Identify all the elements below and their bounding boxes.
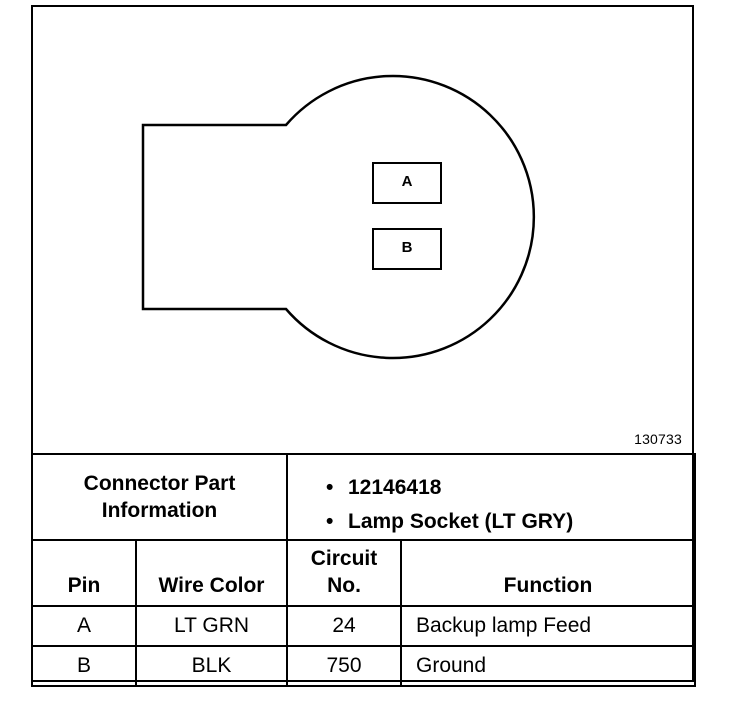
- part-description: • Lamp Socket (LT GRY): [326, 505, 694, 539]
- pin-a-label: A: [401, 173, 413, 190]
- row-b-pin: B: [31, 645, 137, 687]
- row-b-wire-color: BLK: [135, 645, 288, 687]
- header-function: Function: [400, 539, 696, 607]
- header-circuit-line2: No.: [327, 574, 361, 597]
- row-b-function: Ground: [400, 645, 696, 687]
- pin-b-label: B: [401, 239, 413, 256]
- header-circuit: Circuit No.: [286, 539, 402, 607]
- part-info-label-line2: Information: [101, 499, 218, 522]
- connector-figure-frame: A B 130733 Connector Part Information • 1…: [31, 5, 696, 687]
- part-number-text: 12146418: [348, 476, 442, 499]
- figure-id: 130733: [634, 431, 682, 447]
- pin-a-cavity: [372, 162, 442, 204]
- row-b-circuit: 750: [286, 645, 402, 687]
- row-a-pin: A: [31, 605, 137, 647]
- part-info-label: Connector Part Information: [31, 453, 288, 541]
- pin-b-cavity: [372, 228, 442, 270]
- row-a-circuit: 24: [286, 605, 402, 647]
- part-number: • 12146418: [326, 471, 694, 505]
- part-description-text: Lamp Socket (LT GRY): [348, 510, 574, 533]
- part-info-label-line1: Connector Part: [83, 472, 236, 495]
- bullet-icon: •: [326, 476, 334, 499]
- header-circuit-line1: Circuit: [310, 547, 378, 570]
- connector-info-table: Connector Part Information • 12146418 • La…: [31, 453, 696, 687]
- table-header-row: Pin Wire Color Circuit No. Function: [31, 539, 696, 607]
- connector-outline-svg: [141, 74, 536, 360]
- table-row: B BLK 750 Ground: [31, 645, 696, 687]
- connector-face-diagram: A B 130733: [33, 7, 692, 453]
- row-a-function: Backup lamp Feed: [400, 605, 696, 647]
- row-a-wire-color: LT GRN: [135, 605, 288, 647]
- part-info-values: • 12146418 • Lamp Socket (LT GRY): [286, 453, 696, 541]
- part-info-row: Connector Part Information • 12146418 • La…: [31, 453, 696, 541]
- header-pin: Pin: [31, 539, 137, 607]
- header-wire-color: Wire Color: [135, 539, 288, 607]
- table-row: A LT GRN 24 Backup lamp Feed: [31, 605, 696, 647]
- bullet-icon: •: [326, 510, 334, 533]
- connector-body-outline: [141, 74, 536, 360]
